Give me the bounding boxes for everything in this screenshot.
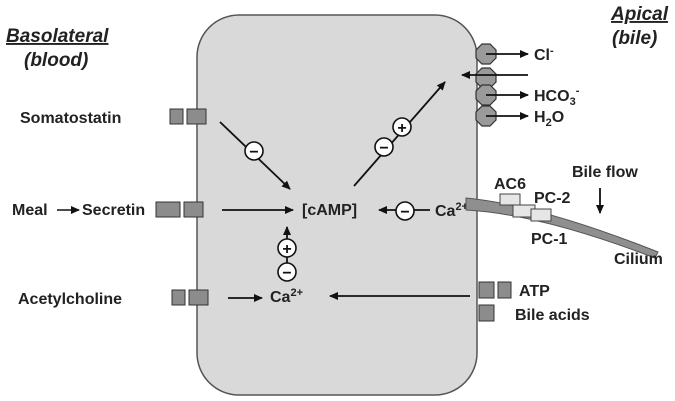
cilium-label: Cilium [614,251,663,268]
camp-label: [cAMP] [302,202,357,219]
bile-flow-label: Bile flow [572,164,638,181]
ca-up-plus-sign: + [277,238,297,258]
bile-acids-label: Bile acids [515,307,590,324]
svg-text:+: + [397,120,406,137]
svg-text:−: − [400,204,409,221]
meal-label: Meal [12,202,48,219]
svg-text:−: − [249,144,258,161]
ca-camp-minus-sign: − [395,201,415,221]
somatostatin-minus-sign: − [244,141,264,161]
ac6-label: AC6 [494,176,526,193]
svg-text:−: − [282,265,291,282]
acetylcholine-label: Acetylcholine [18,291,122,308]
somatostatin-label: Somatostatin [20,110,121,127]
atp-label: ATP [519,283,550,300]
hco3-label: HCO3- [534,85,580,108]
somatostatin-receptor [169,108,207,125]
acetylcholine-receptor [171,289,209,306]
secretin-label: Secretin [82,202,145,219]
camp-channel-minus-sign: − [374,137,394,157]
pc2-label: PC-2 [534,190,571,207]
pc1-box [530,208,552,222]
ca-left-label: Ca2+ [270,287,303,306]
apical-header: Apical [610,4,669,25]
ca-up-minus-sign: − [277,262,297,282]
svg-text:+: + [282,241,291,258]
secretin-receptor [155,201,204,218]
apical-subheader: (bile) [612,28,657,49]
cl-label: Cl- [534,45,554,64]
atp-receptor [478,281,512,299]
basolateral-subheader: (blood) [24,50,88,71]
basolateral-header: Basolateral [6,26,109,47]
pc1-label: PC-1 [531,231,568,248]
ac6-box [499,193,521,206]
camp-channel-plus-sign: + [392,117,412,137]
svg-text:−: − [379,140,388,157]
h2o-label: H2O [534,109,564,129]
ca-right-label: Ca2+ [435,201,468,220]
cilium [465,197,659,259]
bile-acid-receptor [478,304,495,322]
